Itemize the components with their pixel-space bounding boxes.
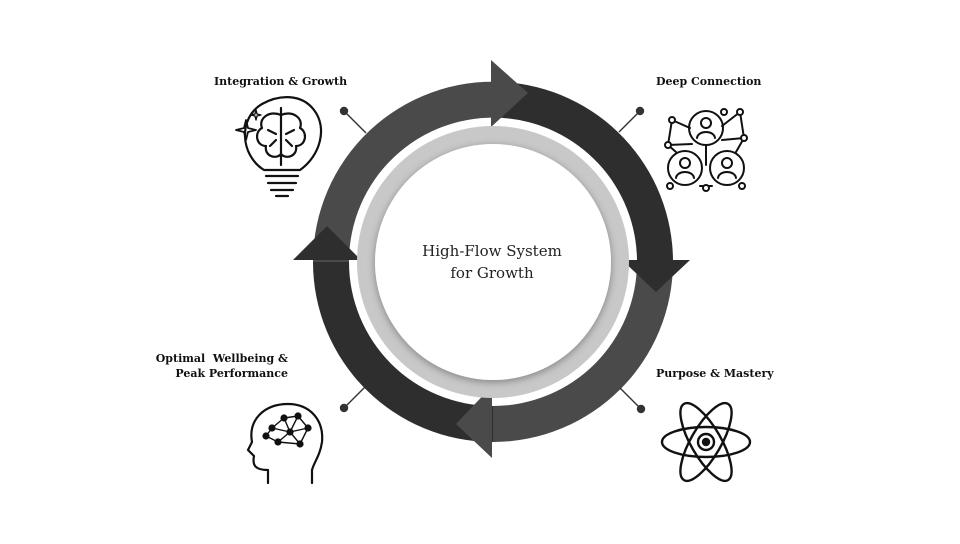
connector-dot-bottom-left <box>339 403 349 413</box>
node-label-purpose-mastery: Purpose & Mastery <box>656 367 774 380</box>
people-network-icon <box>664 108 748 192</box>
lightbulb-brain-icon <box>235 96 323 198</box>
connector-top-left <box>343 110 367 134</box>
connector-dot-bottom-right <box>636 404 646 414</box>
atom-icon <box>660 401 752 483</box>
ring-segment-top-right <box>503 82 674 262</box>
connector-top-right <box>618 110 641 133</box>
connectors <box>339 106 646 414</box>
node-label-deep-connection: Deep Connection <box>656 75 762 88</box>
arrowhead-left <box>293 226 361 260</box>
arrowhead-bottom <box>456 386 492 458</box>
connector-bottom-right <box>619 387 642 410</box>
arrowhead-top <box>491 60 528 127</box>
node-label-line1: Optimal Wellbeing & <box>155 352 288 365</box>
connector-bottom-left <box>343 385 367 409</box>
center-title-line1: High-Flow System <box>422 242 562 260</box>
node-label-line2: Peak Performance <box>175 367 288 380</box>
node-label-optimal-wellbeing: Optimal Wellbeing & Peak Performance <box>150 351 288 381</box>
arrowhead-right <box>622 260 690 292</box>
head-brain-network-icon <box>246 402 324 485</box>
connector-dot-top-left <box>339 106 349 116</box>
cycle-arrowheads <box>293 60 690 458</box>
node-label-integration-growth: Integration & Growth <box>214 75 348 88</box>
connector-dot-top-right <box>635 106 645 116</box>
center-title: High-Flow System for Growth <box>392 240 592 284</box>
center-title-line2: for Growth <box>450 264 534 282</box>
center-disc <box>375 144 611 380</box>
